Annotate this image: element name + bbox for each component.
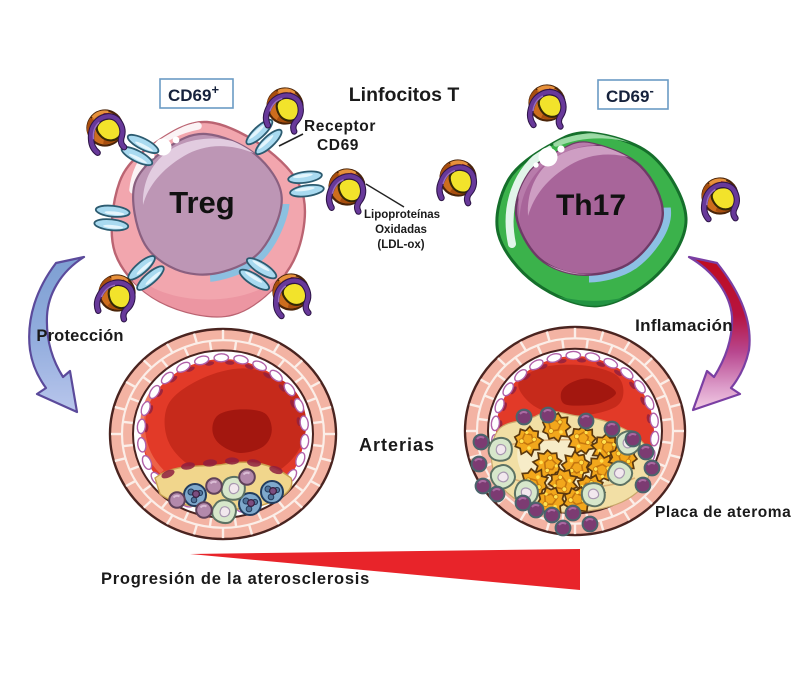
svg-text:Arterias: Arterias [359, 435, 435, 455]
svg-text:CD69+: CD69+ [168, 82, 219, 105]
svg-text:Receptor: Receptor [304, 118, 376, 135]
svg-text:Oxidadas: Oxidadas [375, 224, 427, 236]
svg-text:Protección: Protección [36, 327, 123, 345]
svg-text:Progresión de la aterosclerosi: Progresión de la aterosclerosis [101, 570, 370, 588]
svg-text:Linfocitos T: Linfocitos T [349, 84, 460, 106]
svg-text:Treg: Treg [169, 185, 234, 220]
svg-text:Lipoproteínas: Lipoproteínas [364, 209, 440, 221]
svg-text:CD69-: CD69- [606, 83, 654, 106]
svg-text:Th17: Th17 [556, 189, 626, 222]
svg-text:(LDL-ox): (LDL-ox) [377, 239, 424, 251]
svg-text:Inflamación: Inflamación [635, 316, 733, 335]
svg-text:CD69: CD69 [317, 137, 359, 154]
svg-text:Placa de ateroma: Placa de ateroma [655, 504, 791, 521]
